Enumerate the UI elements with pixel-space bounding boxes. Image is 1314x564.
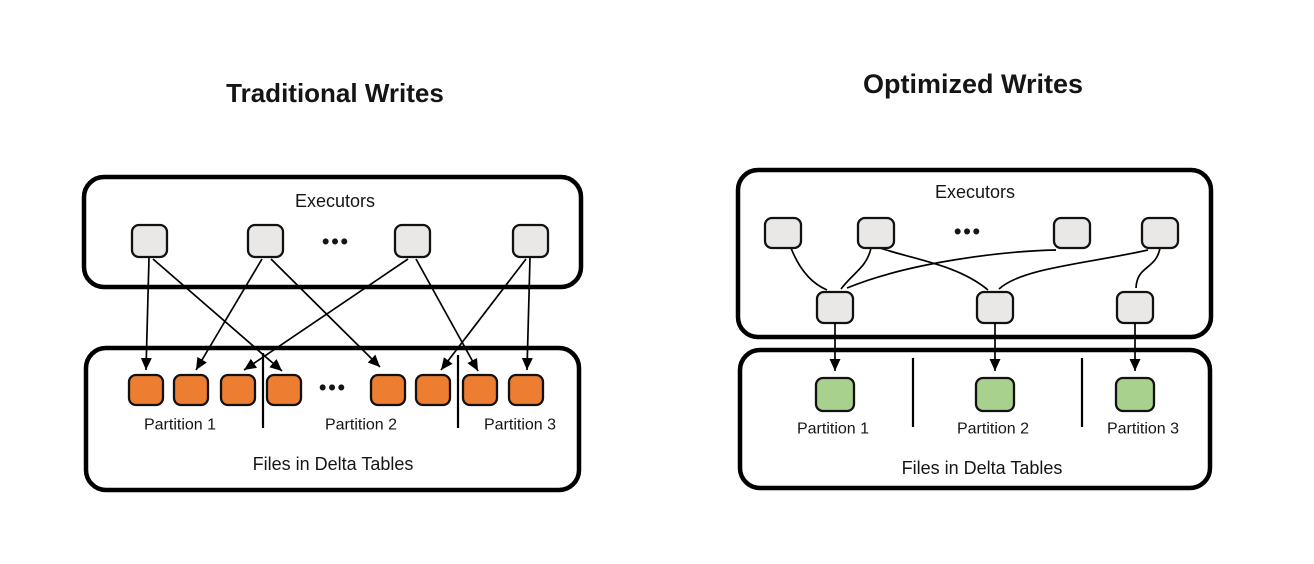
file-node-1	[127, 373, 165, 407]
optimized-shuffle-task-nodes	[815, 290, 1155, 325]
file-node-8	[507, 373, 545, 407]
optimized-title: Optimized Writes	[863, 69, 1083, 99]
write-arrow-exec4-file8	[521, 257, 533, 371]
optimized-partition-1-label: Partition 1	[797, 421, 869, 438]
shuffle-curve-exec1-task1	[790, 247, 828, 291]
traditional-executors-label: Executors	[295, 191, 375, 211]
executor-node-1	[130, 223, 169, 259]
shuffle-curve-exec3-task1	[846, 249, 1057, 289]
optimized-partition-2-label: Partition 2	[957, 421, 1029, 438]
optimized-executors-box	[735, 167, 1214, 340]
traditional-writes-panel: Traditional Writes Executors •••	[81, 78, 584, 493]
file-node-6	[414, 373, 452, 407]
executors-ellipsis-icon: •••	[954, 221, 982, 244]
write-arrow-exec1-file4	[152, 258, 283, 372]
optimized-writes-panel: Optimized Writes Executors •••	[735, 69, 1214, 491]
traditional-write-arrows	[140, 257, 533, 372]
shuffle-curve-exec2-task2	[879, 247, 989, 291]
file-node-5	[369, 373, 407, 407]
traditional-partition-3-label: Partition 3	[484, 417, 556, 434]
write-arrow-exec2-file5	[270, 258, 381, 368]
traditional-partition-2-label: Partition 2	[325, 417, 397, 434]
file-node-3	[1114, 376, 1156, 413]
file-node-3	[219, 373, 257, 407]
executor-node-4	[1140, 216, 1180, 250]
files-ellipsis-icon: •••	[319, 377, 347, 400]
shuffle-task-node-2	[975, 290, 1015, 325]
traditional-files-box	[83, 345, 582, 493]
traditional-executors-box	[81, 174, 584, 290]
write-arrow-exec3-file7	[415, 258, 479, 372]
traditional-partition-1-label: Partition 1	[144, 417, 216, 434]
executors-ellipsis-icon: •••	[322, 231, 350, 254]
write-arrow-exec2-file2	[195, 258, 263, 371]
optimized-executor-nodes: •••	[763, 216, 1180, 250]
executor-node-3	[393, 223, 432, 259]
file-node-4	[265, 373, 303, 407]
shuffle-curve-exec4-task3	[1135, 247, 1161, 289]
write-arrow-exec3-file3	[243, 258, 409, 371]
traditional-executor-nodes: •••	[130, 223, 550, 259]
file-node-7	[461, 373, 499, 407]
shuffle-curve-exec4-task2	[998, 249, 1149, 290]
executor-node-1	[763, 216, 803, 250]
executor-node-2	[246, 223, 285, 259]
optimized-shuffle-curves	[790, 247, 1161, 291]
write-arrow-exec1-file1	[140, 257, 152, 371]
optimized-executors-label: Executors	[935, 182, 1015, 202]
executor-node-4	[511, 223, 550, 259]
optimized-file-nodes	[814, 376, 1156, 413]
shuffle-task-node-3	[1115, 290, 1155, 325]
optimized-partition-3-label: Partition 3	[1107, 421, 1179, 438]
optimized-files-label: Files in Delta Tables	[902, 458, 1063, 478]
traditional-file-nodes: •••	[127, 373, 545, 407]
optimized-write-arrows	[829, 323, 1141, 371]
traditional-files-label: Files in Delta Tables	[253, 454, 414, 474]
optimized-files-box	[737, 347, 1213, 491]
executor-node-2	[856, 216, 896, 250]
file-node-2	[974, 376, 1016, 413]
write-arrow-exec4-file6	[440, 258, 527, 371]
executor-node-3	[1052, 216, 1092, 250]
traditional-title: Traditional Writes	[226, 78, 444, 108]
file-node-2	[172, 373, 210, 407]
shuffle-curve-exec2-task1	[840, 247, 872, 290]
file-node-1	[814, 376, 856, 413]
shuffle-task-node-1	[815, 290, 855, 325]
